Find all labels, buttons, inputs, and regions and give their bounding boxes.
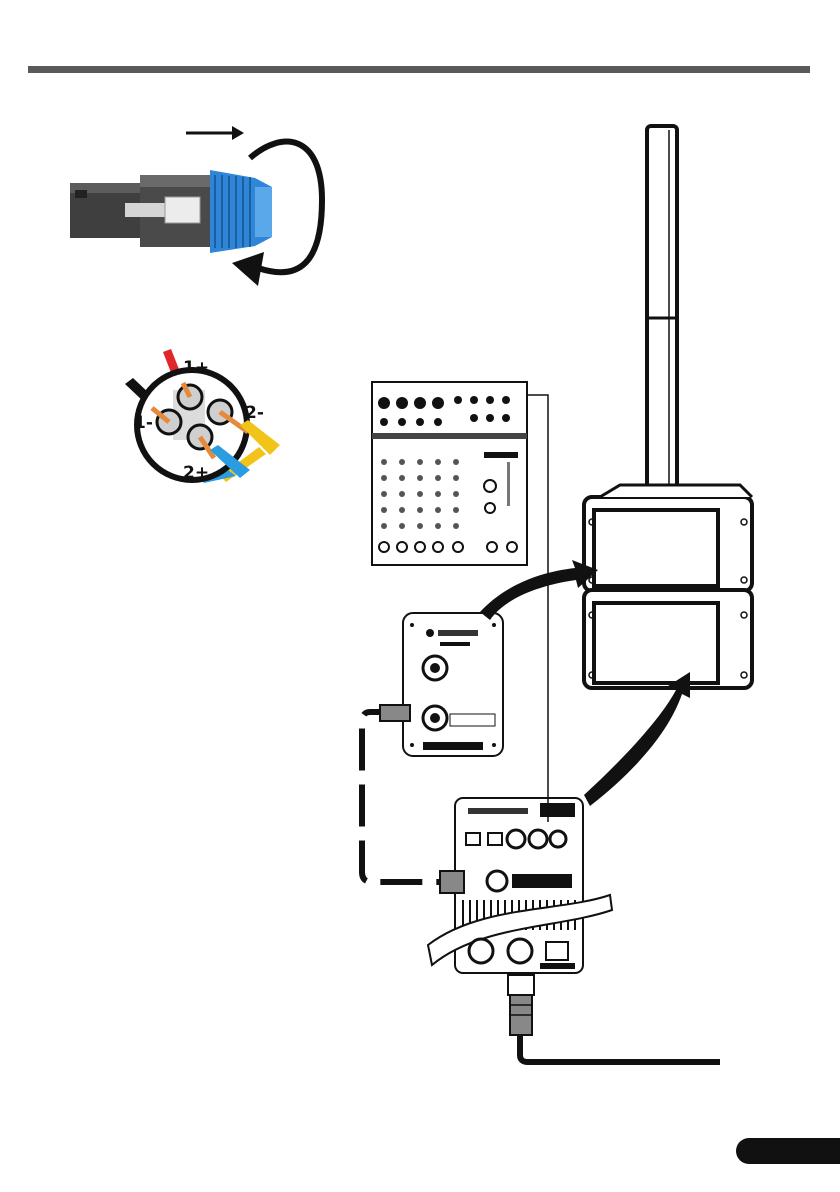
column-speaker <box>647 126 677 504</box>
speakon-pinout-icon: 1+ 1- 2- 2+ <box>125 349 280 483</box>
pin-label-2minus: 2- <box>245 403 264 423</box>
pin-label-1plus: 1+ <box>183 358 209 378</box>
passive-sub-panel <box>403 613 503 756</box>
pin-label-2plus: 2+ <box>183 463 209 483</box>
subwoofer-stack <box>584 485 752 688</box>
mixer-illustration <box>372 382 527 565</box>
pin-label-1minus: 1- <box>134 413 153 433</box>
page-number-tab <box>736 1138 840 1164</box>
speakon-plug-icon <box>70 170 272 253</box>
